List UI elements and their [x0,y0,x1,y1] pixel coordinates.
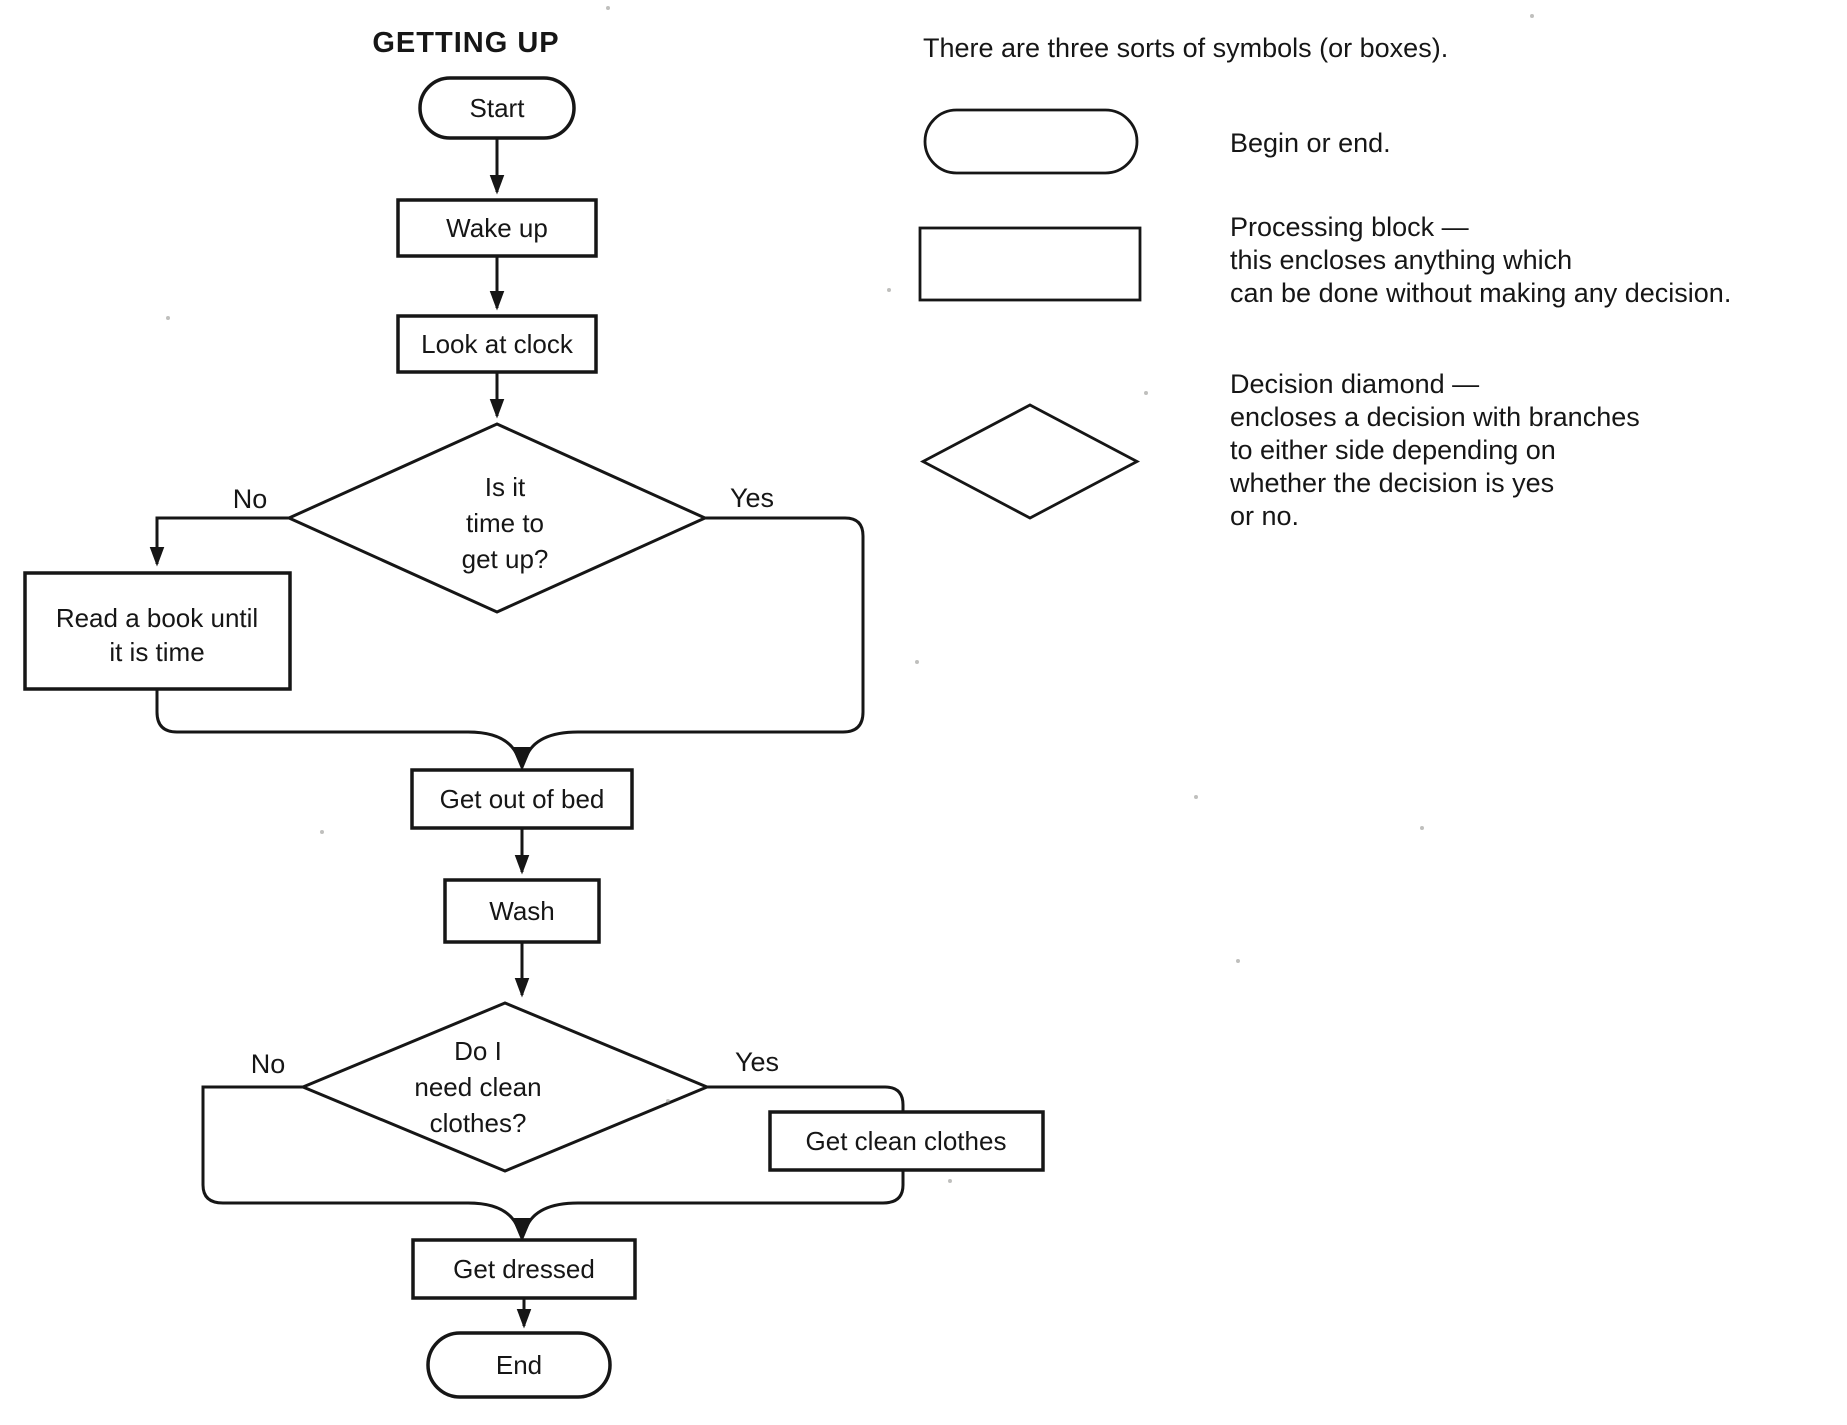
edge-time-no-branch [149,516,289,567]
legend-header: There are three sorts of symbols (or box… [923,33,1448,63]
branch-label-clothes-no: No [251,1049,286,1079]
read-book-line1: Read a book until [56,603,258,633]
scan-speck [915,660,919,664]
scan-speck [320,830,324,834]
scan-speck [1194,795,1198,799]
node-read-book-box [23,571,292,691]
scan-speck [1420,826,1424,830]
merge-arrowhead-1 [512,747,532,771]
legend-processing-line3: can be done without making any decision. [1230,278,1731,308]
node-wash-box [443,878,601,944]
decision-time-line1: Is it [485,472,526,502]
edge-book-to-merge [155,689,520,758]
node-look-at-clock-box [396,314,598,374]
wash-label: Wash [489,896,555,926]
get-clean-clothes-label: Get clean clothes [806,1126,1007,1156]
decision-clothes-line2: need clean [414,1072,541,1102]
node-start-terminator [418,76,576,140]
decision-time-line3: get up? [462,544,549,574]
node-get-out-of-bed-box [410,768,634,830]
legend-processing-line2: this encloses anything which [1230,245,1572,275]
branch-label-time-no: No [233,484,268,514]
scan-speck [1144,391,1148,395]
node-wake-up-box [396,198,598,258]
scan-speck [948,1179,952,1183]
decision-time-line2: time to [466,508,544,538]
scan-speck [1530,14,1534,18]
legend-decision-line3: to either side depending on [1230,435,1556,465]
scan-speck [166,316,170,320]
branch-label-time-yes: Yes [730,483,774,513]
node-end-terminator [426,1331,612,1399]
node-wake-up-label: Wake up [446,213,548,243]
node-look-at-clock-label: Look at clock [421,329,574,359]
get-out-of-bed-label: Get out of bed [440,784,605,814]
read-book-line2: it is time [109,637,204,667]
node-get-clean-clothes-box [768,1110,1045,1172]
legend-decision-line4: whether the decision is yes [1229,468,1554,498]
legend-decision-line5: or no. [1230,501,1299,531]
legend-decision-line1: Decision diamond — [1230,369,1479,399]
scan-speck [1236,959,1240,963]
legend-decision-symbol [920,403,1140,520]
scan-specks [166,6,1534,1183]
merge-arrowhead-2 [512,1218,532,1242]
edge-time-yes-branch [524,516,865,758]
node-decision-clothes-diamond [299,1001,711,1173]
get-dressed-label: Get dressed [453,1254,595,1284]
page-title: GETTING UP [372,27,559,59]
scan-speck [666,1099,670,1103]
node-decision-time-diamond [285,422,709,614]
node-end-label: End [496,1350,542,1380]
node-start-label: Start [470,93,526,123]
scan-speck [887,288,891,292]
legend-processing-line1: Processing block — [1230,212,1469,242]
decision-clothes-line1: Do I [454,1036,502,1066]
scan-speck [606,6,610,10]
node-get-dressed-box [411,1238,637,1300]
legend-decision-line2: encloses a decision with branches [1230,402,1640,432]
legend-begin-end-label: Begin or end. [1230,128,1391,158]
legend-process-symbol [918,226,1142,302]
edge-clothes-yes-branch [524,1085,905,1229]
branch-label-clothes-yes: Yes [735,1047,779,1077]
legend-terminator-symbol [923,108,1139,175]
decision-clothes-line3: clothes? [430,1108,527,1138]
edge-clothes-no-branch [201,1085,520,1229]
